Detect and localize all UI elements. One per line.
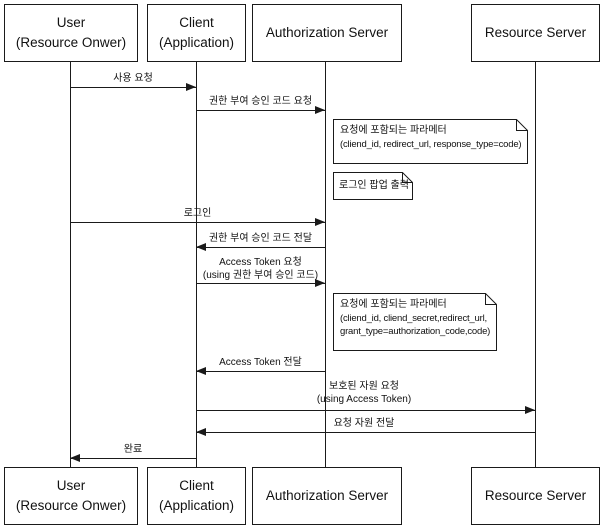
message-label-use-request: 사용 요청 <box>113 73 153 84</box>
message-label-auth-code-deliver: 권한 부여 승인 코드 전달 <box>208 233 313 244</box>
actor-resource-server-bottom: Resource Server <box>471 467 600 525</box>
actor-auth-server-top: Authorization Server <box>252 4 402 62</box>
message-arrow-access-token-deliver <box>196 367 325 375</box>
actor-user-subname: (Resource Onwer) <box>15 35 127 50</box>
message-arrow-login <box>70 218 325 226</box>
message-label-line: 보호된 자원 요청 <box>329 381 399 392</box>
lifeline-client <box>196 62 197 467</box>
message-arrow-auth-code-request <box>196 106 325 114</box>
message-arrow-complete <box>70 454 196 462</box>
message-label-access-token-request: Access Token 요청 (using 권한 부여 승인 코드) <box>191 256 330 282</box>
note-request-params-1: 요청에 포함되는 파라메터 (cliend_id, redirect_url, … <box>333 119 528 164</box>
lifeline-user <box>70 62 71 467</box>
message-label-line: Access Token 요청 <box>219 257 302 268</box>
message-label-resource-deliver: 요청 자원 전달 <box>333 418 395 429</box>
note-line: 요청에 포함되는 파라메터 <box>340 299 447 310</box>
message-label-line: (using Access Token) <box>316 394 412 405</box>
actor-client-subname: (Application) <box>158 35 235 50</box>
actor-resource-server-name: Resource Server <box>484 24 587 40</box>
actor-resource-server-name: Resource Server <box>484 487 587 503</box>
note-line: (cliend_id, cliend_secret,redirect_url, <box>340 312 487 324</box>
lifeline-resource-server <box>535 62 536 467</box>
message-arrow-use-request <box>70 83 196 91</box>
message-arrow-access-token-request <box>196 279 325 287</box>
note-login-popup: 로그인 팝업 출력 <box>333 172 413 200</box>
message-label-login: 로그인 <box>183 208 212 219</box>
actor-user-name: User <box>56 14 86 30</box>
note-shape <box>333 119 528 164</box>
note-line: 요청에 포함되는 파라메터 <box>340 125 447 136</box>
actor-user-top: User (Resource Onwer) <box>4 4 138 62</box>
note-line: (cliend_id, redirect_url, response_type=… <box>340 138 522 150</box>
message-label-line: (using 권한 부여 승인 코드) <box>202 270 319 281</box>
actor-client-top: Client (Application) <box>147 4 246 62</box>
message-label-complete: 완료 <box>123 444 143 455</box>
actor-user-bottom: User (Resource Onwer) <box>4 467 138 525</box>
actor-resource-server-top: Resource Server <box>471 4 600 62</box>
note-line: 로그인 팝업 출력 <box>339 180 409 191</box>
actor-user-subname: (Resource Onwer) <box>15 498 127 513</box>
message-arrow-resource-deliver <box>196 428 535 436</box>
actor-client-subname: (Application) <box>158 498 235 513</box>
message-label-auth-code-request: 권한 부여 승인 코드 요청 <box>208 96 313 107</box>
message-label-protected-resource-request: 보호된 자원 요청 (using Access Token) <box>303 380 425 406</box>
lifeline-auth-server <box>325 62 326 467</box>
note-shape <box>333 172 413 200</box>
actor-client-name: Client <box>179 477 214 493</box>
message-arrow-protected-resource-request <box>196 406 535 414</box>
message-arrow-auth-code-deliver <box>196 243 325 251</box>
actor-client-bottom: Client (Application) <box>147 467 246 525</box>
actor-auth-server-bottom: Authorization Server <box>252 467 402 525</box>
message-label-access-token-deliver: Access Token 전달 <box>219 357 302 368</box>
actor-auth-server-name: Authorization Server <box>265 24 389 40</box>
note-line: grant_type=authorization_code,code) <box>340 326 491 337</box>
note-request-params-2: 요청에 포함되는 파라메터 (cliend_id, cliend_secret,… <box>333 293 497 351</box>
actor-user-name: User <box>56 477 86 493</box>
actor-client-name: Client <box>179 14 214 30</box>
actor-auth-server-name: Authorization Server <box>265 487 389 503</box>
note-shape <box>333 293 497 351</box>
